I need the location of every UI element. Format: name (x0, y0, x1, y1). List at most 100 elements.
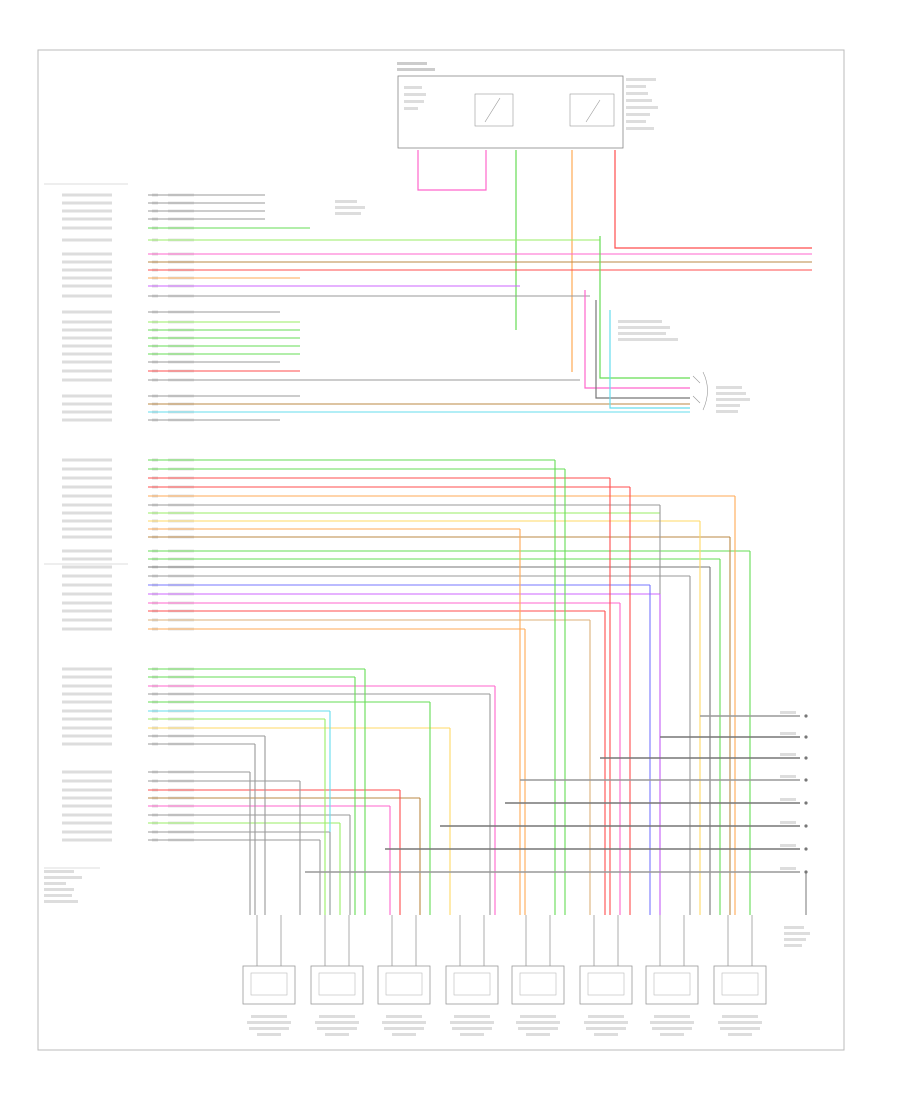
pin-label-block (62, 418, 112, 422)
pin-label-block (62, 519, 112, 523)
pin-label-block (62, 378, 112, 382)
pin-label-block (62, 574, 112, 578)
pin-label-block (62, 238, 112, 242)
ecm-pin-row (62, 209, 265, 213)
pin-label-block (62, 770, 112, 774)
ecm-pin-row (62, 804, 390, 808)
pin-label-block (62, 503, 112, 507)
ecm-pin-row (62, 294, 590, 298)
ecm-pin-row (62, 527, 520, 531)
pin-label-block (62, 402, 112, 406)
ecm-pin-row (62, 394, 300, 398)
pin-label-block (62, 193, 112, 197)
stub-terminal (804, 801, 808, 805)
injector-body (242, 965, 296, 1005)
pin-label-block (62, 458, 112, 462)
pin-label-block (62, 360, 112, 364)
pin-label-block (62, 511, 112, 515)
injector-row (242, 915, 767, 1036)
right-stub-connectors (305, 711, 808, 915)
ecm-pin-row (62, 574, 690, 578)
pin-label-block (62, 726, 112, 730)
injector-label-block (315, 1021, 359, 1024)
ecm-pin-row (62, 402, 690, 406)
injector-label-block (520, 1015, 556, 1018)
injector-body (445, 965, 499, 1005)
ecm-pin-row (62, 667, 365, 671)
injector-label-block (650, 1021, 694, 1024)
pin-label-block (62, 494, 112, 498)
ecm-pin-row (62, 601, 620, 605)
ecm-pin-row (62, 519, 700, 523)
injector-label-block (319, 1015, 355, 1018)
stub-terminal (804, 778, 808, 782)
injector-label-block (249, 1027, 289, 1030)
pin-label-block (62, 284, 112, 288)
pin-label-block (62, 627, 112, 631)
pin-label-block (62, 344, 112, 348)
ecm-pin-row (62, 549, 750, 553)
right-connectors (584, 236, 690, 409)
fuel-injector (713, 915, 767, 1036)
ecm-pin-row (62, 779, 300, 783)
injector-label-block (720, 1027, 760, 1030)
ecm-pin-row (62, 260, 812, 264)
pin-label-block (62, 830, 112, 834)
ecm-pin-row (62, 320, 300, 324)
pin-label-block (62, 565, 112, 569)
fuel-injector (242, 915, 296, 1036)
pin-label-block (62, 549, 112, 553)
fuel-injector (579, 915, 633, 1036)
pin-label-block (62, 734, 112, 738)
pin-label-block (62, 268, 112, 272)
pin-label-block (62, 226, 112, 230)
top-module-wires (417, 150, 812, 372)
pin-label-block (62, 310, 112, 314)
pin-label-block (62, 583, 112, 587)
injector-label-block (460, 1033, 484, 1036)
ecm-pin-row (62, 344, 300, 348)
pin-label-block (62, 352, 112, 356)
ecm-pin-row (62, 511, 660, 515)
ecm-pin-row (62, 618, 590, 622)
ecm-pin-row (62, 565, 710, 569)
stub-connector (660, 732, 808, 739)
injector-body (310, 965, 364, 1005)
fuel-injector (645, 915, 699, 1036)
stub-connector (520, 775, 808, 782)
injector-coil (453, 972, 491, 996)
sensor-symbol (692, 371, 708, 411)
ecm-pin-row (62, 458, 555, 462)
ecm-pin-row (62, 770, 250, 774)
pin-label-block (62, 476, 112, 480)
injector-label-block (450, 1021, 494, 1024)
injector-label-block (251, 1015, 287, 1018)
ecm-pin-row (62, 369, 300, 373)
ecm-pin-row (62, 217, 265, 221)
ecm-pin-row (62, 476, 610, 480)
stub-label-block (780, 867, 796, 870)
stub-terminal (804, 714, 808, 718)
ecm-pin-row (62, 788, 400, 792)
ecm-pin-row (62, 821, 340, 825)
top-module-box (397, 75, 624, 149)
pin-label-block (62, 700, 112, 704)
ecm-pin-row (62, 226, 310, 230)
stub-terminal (804, 847, 808, 851)
ecm-pin-row (62, 284, 520, 288)
stub-terminal (804, 756, 808, 760)
ecm-pin-row (62, 485, 630, 489)
ecm-pin-row (62, 418, 280, 422)
pin-label-block (62, 252, 112, 256)
injector-label-block (317, 1027, 357, 1030)
ecm-pin-row (62, 709, 330, 713)
pin-label-block (62, 209, 112, 213)
relay-contact-box (474, 93, 514, 127)
ecm-pin-row (62, 360, 280, 364)
stub-terminal (804, 735, 808, 739)
ecm-pin-row (62, 310, 280, 314)
ecm-pin-row (62, 830, 330, 834)
injector-coil (519, 972, 557, 996)
